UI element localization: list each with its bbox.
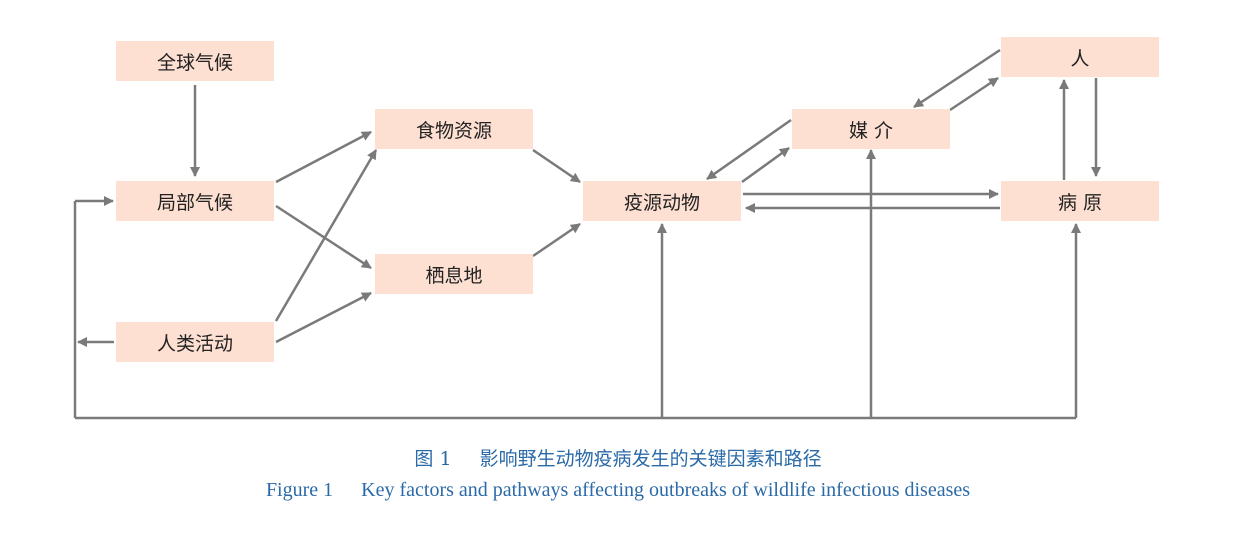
node-human: 人 bbox=[1001, 37, 1159, 77]
figure-title-english: Key factors and pathways affecting outbr… bbox=[361, 479, 971, 501]
node-vector: 媒 介 bbox=[792, 109, 950, 149]
node-local-climate: 局部气候 bbox=[116, 181, 274, 221]
edge-habitat-to-reservoir bbox=[532, 222, 581, 258]
edge-vector-to-reservoir bbox=[706, 118, 792, 181]
edge-local-to-habitat bbox=[275, 204, 372, 270]
figure-caption-chinese: 图 1 影响野生动物疫病发生的关键因素和路径 bbox=[0, 444, 1236, 471]
node-global-climate: 全球气候 bbox=[116, 41, 274, 81]
figure-title-chinese: 影响野生动物疫病发生的关键因素和路径 bbox=[479, 448, 822, 470]
edge-human-to-vector bbox=[913, 48, 1001, 109]
figure-number-chinese: 图 1 bbox=[414, 448, 452, 470]
edge-vector-to-human bbox=[949, 76, 999, 112]
edge-human-activity-to-habitat bbox=[275, 291, 372, 344]
node-pathogen: 病 原 bbox=[1001, 181, 1159, 221]
edge-food-to-reservoir bbox=[532, 148, 581, 184]
node-reservoir-animals: 疫源动物 bbox=[583, 181, 741, 221]
figure-caption-english: Figure 1 Key factors and pathways affecti… bbox=[0, 479, 1236, 502]
node-human-activity: 人类活动 bbox=[116, 322, 274, 362]
figure-number-english: Figure 1 bbox=[265, 479, 334, 501]
node-habitat: 栖息地 bbox=[375, 254, 533, 294]
edge-human-activity-to-food bbox=[274, 149, 378, 322]
edge-reservoir-to-vector bbox=[741, 146, 790, 184]
node-food-resources: 食物资源 bbox=[375, 109, 533, 149]
edge-local-to-food bbox=[275, 130, 372, 184]
